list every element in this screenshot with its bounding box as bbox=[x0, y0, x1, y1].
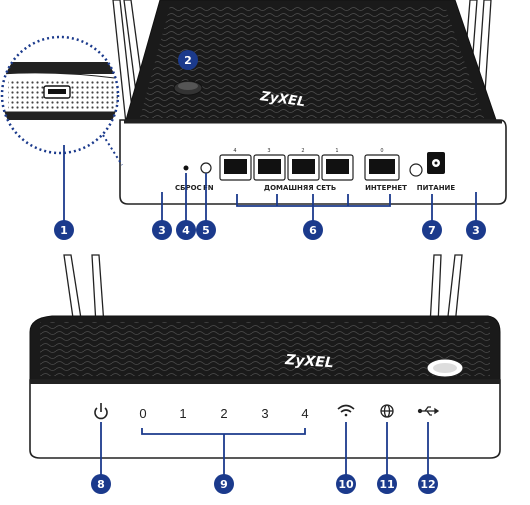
callout-badge-5: 5 bbox=[196, 220, 216, 240]
home-network-label: ДОМАШНЯЯ СЕТЬ bbox=[264, 184, 336, 192]
wifi-icon bbox=[337, 404, 355, 417]
front-view: ZyXEL 0 1 2 3 4 bbox=[29, 254, 501, 459]
usb-zoom-inset bbox=[0, 35, 123, 166]
callout-badge-6: 6 bbox=[303, 220, 323, 240]
callout-badge-1: 1 bbox=[54, 220, 74, 240]
reset-pinhole-icon bbox=[183, 165, 189, 171]
led-number-4: 4 bbox=[301, 406, 308, 421]
callout-badge-3-right: 3 bbox=[466, 220, 486, 240]
front-antennas bbox=[63, 254, 463, 326]
svg-text:12: 12 bbox=[420, 478, 435, 491]
svg-text:2: 2 bbox=[184, 54, 192, 67]
callout-badge-2: 2 bbox=[178, 50, 198, 70]
svg-text:10: 10 bbox=[338, 478, 354, 491]
front-brand-logo: ZyXEL bbox=[284, 352, 335, 371]
svg-text:9: 9 bbox=[220, 478, 228, 491]
svg-text:6: 6 bbox=[309, 224, 317, 237]
callout-badge-3-left: 3 bbox=[152, 220, 172, 240]
port-number-0: 0 bbox=[380, 148, 383, 154]
power-icon bbox=[94, 403, 108, 420]
callout-badge-9: 9 bbox=[214, 474, 234, 494]
callout-badge-12: 12 bbox=[418, 474, 438, 494]
port-number-3: 3 bbox=[267, 148, 270, 154]
port-number-1: 1 bbox=[335, 148, 338, 154]
led-number-2: 2 bbox=[220, 406, 227, 421]
fn-button bbox=[200, 162, 212, 174]
callout-badges: 1 2 3 3 4 5 6 7 bbox=[54, 50, 486, 494]
svg-text:3: 3 bbox=[158, 224, 166, 237]
internet-label: ИНТЕРНЕТ bbox=[365, 184, 407, 192]
svg-text:8: 8 bbox=[97, 478, 105, 491]
svg-text:11: 11 bbox=[379, 478, 394, 491]
led-number-3: 3 bbox=[261, 406, 268, 421]
power-label: ПИТАНИЕ bbox=[417, 184, 456, 192]
usb-icon bbox=[417, 406, 440, 416]
svg-text:4: 4 bbox=[182, 224, 190, 237]
lan-ports bbox=[219, 154, 354, 181]
wan-port bbox=[364, 154, 400, 181]
rear-view: ZyXEL 4 3 2 1 0 bbox=[112, 0, 507, 205]
port-number-4: 4 bbox=[233, 148, 236, 154]
svg-text:1: 1 bbox=[60, 224, 68, 237]
callout-badge-4: 4 bbox=[176, 220, 196, 240]
svg-text:3: 3 bbox=[472, 224, 480, 237]
callout-lines bbox=[63, 145, 477, 480]
svg-text:7: 7 bbox=[428, 224, 436, 237]
globe-icon bbox=[380, 404, 394, 418]
callout-badge-8: 8 bbox=[91, 474, 111, 494]
led-number-1: 1 bbox=[179, 406, 186, 421]
fn-label: FN bbox=[203, 184, 214, 192]
reset-label: СБРОС bbox=[175, 184, 202, 192]
callout-badge-11: 11 bbox=[377, 474, 397, 494]
callout-badge-10: 10 bbox=[336, 474, 356, 494]
callout-badge-7: 7 bbox=[422, 220, 442, 240]
rear-brand-logo: ZyXEL bbox=[258, 89, 306, 110]
svg-text:5: 5 bbox=[202, 224, 210, 237]
port-number-2: 2 bbox=[301, 148, 304, 154]
power-switch bbox=[409, 163, 423, 177]
led-number-0: 0 bbox=[139, 406, 146, 421]
